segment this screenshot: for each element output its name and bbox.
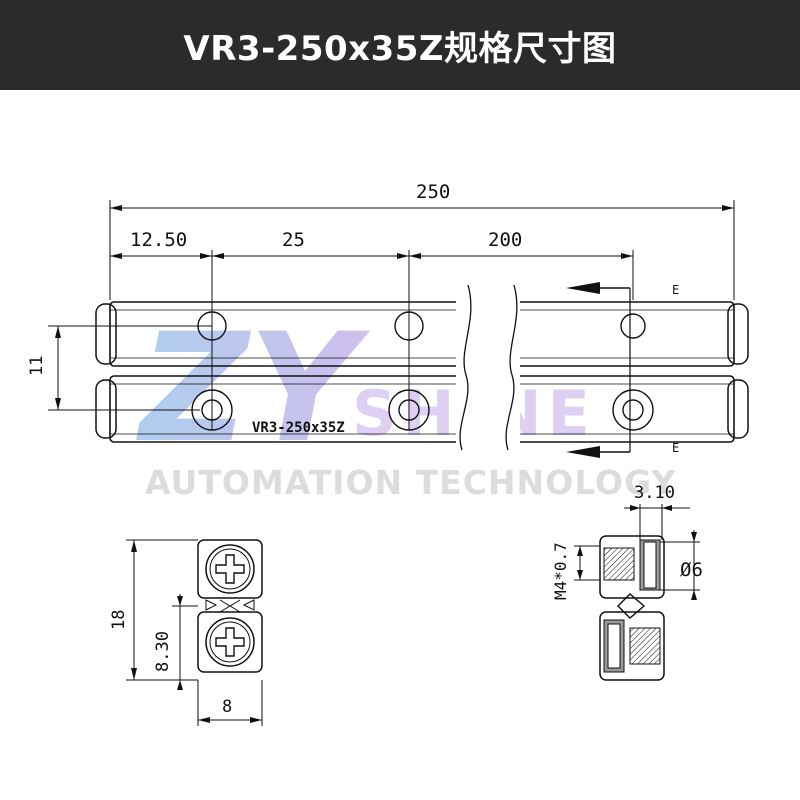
dim-total-length: 250 <box>416 181 450 203</box>
dim-first-hole: 12.50 <box>130 229 187 251</box>
title-bar: VR3-250x35Z规格尺寸图 <box>0 0 800 90</box>
dimension-lines-top <box>109 200 735 430</box>
dim-thread: M4*0.7 <box>551 542 570 600</box>
dim-counterbore: 3.10 <box>634 483 675 503</box>
screw-head-bottom <box>205 617 255 667</box>
rail-bottom-hole-3-inner <box>622 399 644 421</box>
phillips-icon-bottom <box>215 627 245 657</box>
dim-end-height: 18 <box>109 610 129 630</box>
end-view <box>126 539 263 726</box>
dim-end-gap: 8.30 <box>153 631 173 672</box>
phillips-icon-top <box>215 554 245 584</box>
screw-head-top <box>205 544 255 594</box>
dimension-height-offset <box>48 325 212 411</box>
section-arrow-top <box>566 282 600 294</box>
rail-bottom-hole-3 <box>612 389 654 431</box>
technical-drawing: ZY SHINE AUTOMATION TECHNOLOGY VR3-250x3… <box>27 181 749 726</box>
dim-hole-pitch: 25 <box>282 229 305 251</box>
dim-bore-diameter: Ø6 <box>680 559 703 581</box>
section-arrow-bottom <box>566 446 600 458</box>
section-indicator: E E <box>566 282 679 458</box>
dim-height-offset: 11 <box>27 356 47 376</box>
dim-span: 200 <box>488 229 522 251</box>
section-marker-top: E <box>672 283 679 297</box>
page-title: VR3-250x35Z规格尺寸图 <box>183 28 617 69</box>
part-label: VR3-250x35Z <box>252 420 345 436</box>
rail-top-hole-3 <box>620 313 646 339</box>
section-view <box>574 504 700 681</box>
break-lines <box>456 284 520 451</box>
watermark-subtitle: AUTOMATION TECHNOLOGY <box>145 463 676 502</box>
watermark-brand-zy: ZY <box>136 302 371 476</box>
section-marker-bottom: E <box>672 441 679 455</box>
dim-end-width: 8 <box>222 697 232 717</box>
